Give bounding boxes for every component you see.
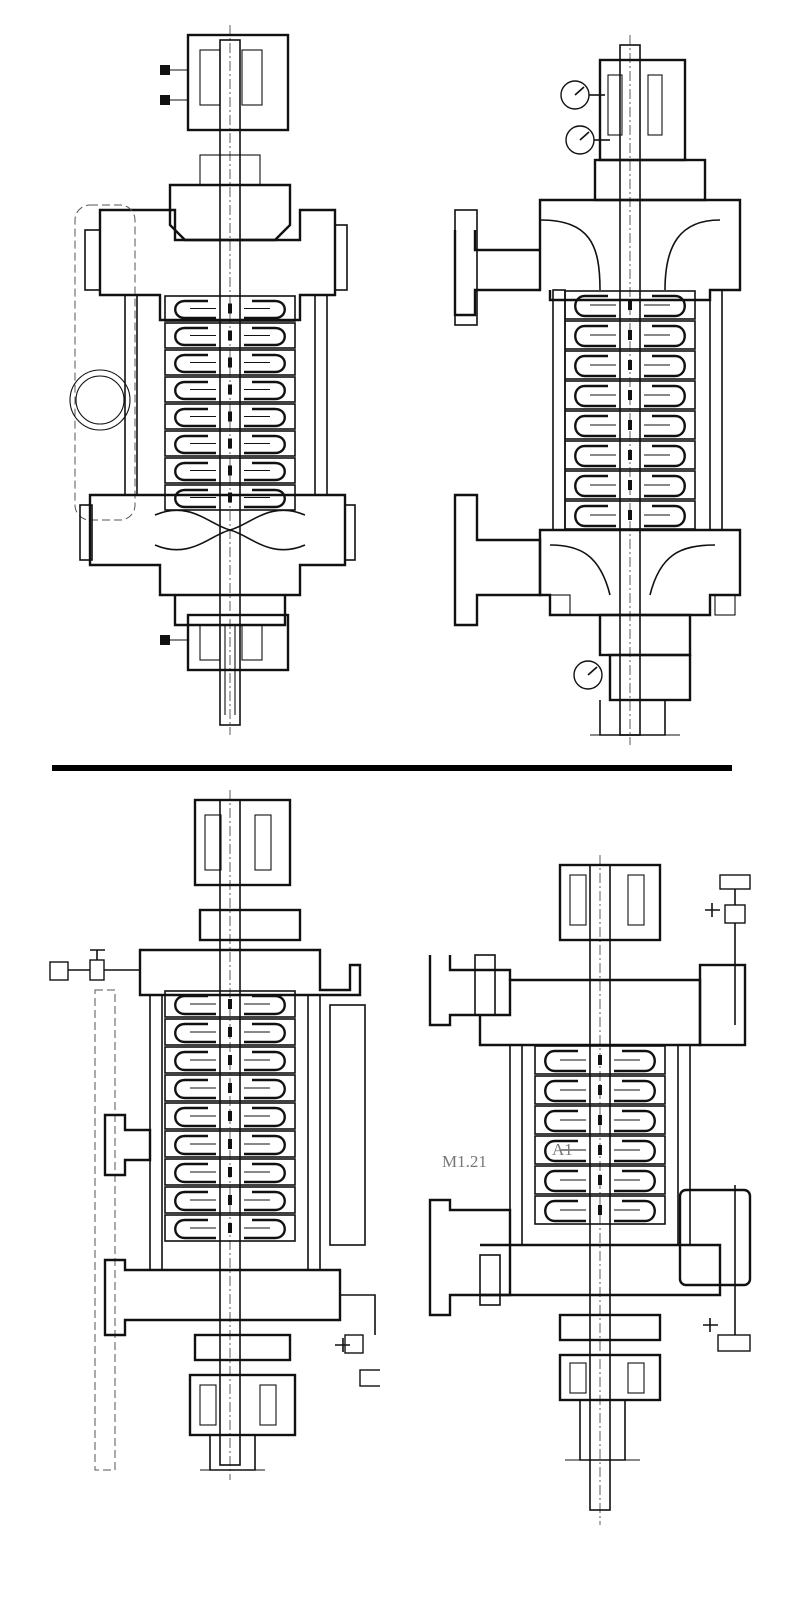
impeller-stage xyxy=(164,457,296,484)
impeller-stage xyxy=(164,349,296,376)
drawing-note-1: M1.21 xyxy=(442,1152,487,1171)
impeller-stage xyxy=(164,1158,296,1186)
impeller-stage xyxy=(164,1130,296,1158)
impeller-stage xyxy=(164,1046,296,1074)
impeller-stage xyxy=(164,376,296,403)
pump-drawing-top-left-svg xyxy=(69,25,356,735)
pump-drawing-bottom-right: M1.21 A1 xyxy=(420,855,780,1525)
impeller-stage xyxy=(534,1105,666,1135)
pump-drawing-top-left xyxy=(60,25,360,735)
pump-drawing-bottom-left-svg xyxy=(49,790,380,1480)
impeller-stage xyxy=(534,1135,666,1165)
impeller-stage xyxy=(164,322,296,349)
stage-stack xyxy=(164,295,296,511)
impeller-stage xyxy=(164,1018,296,1046)
impeller-stage xyxy=(534,1165,666,1195)
impeller-stage xyxy=(534,1045,666,1075)
impeller-stage xyxy=(164,484,296,511)
impeller-stage xyxy=(164,1214,296,1242)
impeller-stage xyxy=(164,1186,296,1214)
impeller-stage xyxy=(164,295,296,322)
impeller-stage xyxy=(164,430,296,457)
pump-drawing-top-right xyxy=(440,35,760,745)
section-divider xyxy=(52,765,732,771)
pump-drawing-bottom-right-svg: M1.21 A1 xyxy=(428,855,752,1525)
impeller-stage xyxy=(164,403,296,430)
pump-drawing-bottom-left xyxy=(40,790,380,1480)
impeller-stage xyxy=(534,1195,666,1225)
impeller-stage xyxy=(164,1102,296,1130)
impeller-stage xyxy=(164,990,296,1018)
impeller-stage xyxy=(164,1074,296,1102)
drawing-note-2: A1 xyxy=(552,1140,573,1159)
pump-drawing-top-right-svg xyxy=(453,35,742,745)
stage-stack xyxy=(164,990,296,1242)
impeller-stage xyxy=(534,1075,666,1105)
stage-stack xyxy=(534,1045,666,1225)
